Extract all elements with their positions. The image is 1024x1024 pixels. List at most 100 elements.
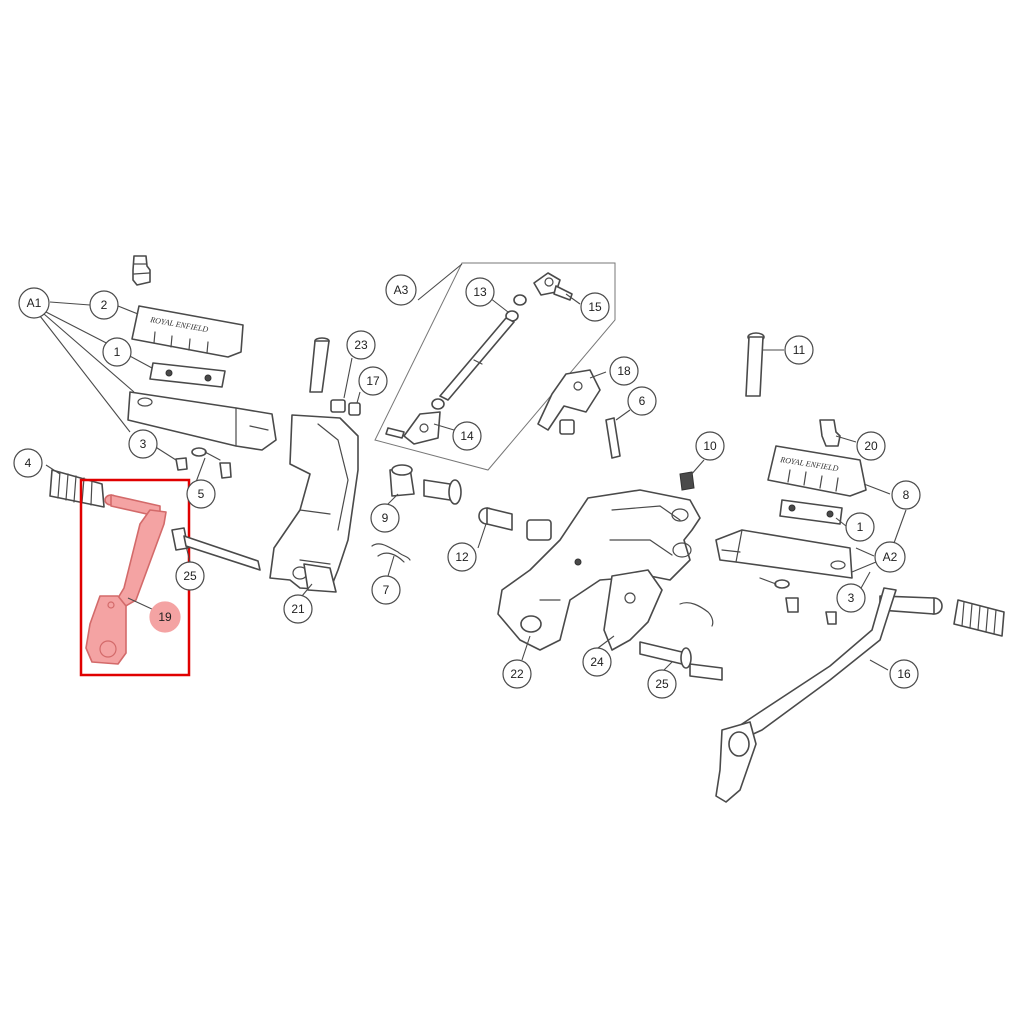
callout-8: 8 <box>891 480 921 510</box>
svg-text:4: 4 <box>25 456 32 470</box>
svg-text:22: 22 <box>510 667 524 681</box>
callout-16: 16 <box>889 659 919 689</box>
svg-text:7: 7 <box>383 583 390 597</box>
svg-text:1: 1 <box>114 345 121 359</box>
callout-14: 14 <box>452 421 482 451</box>
gear-lever-pedal-highlighted <box>85 494 167 665</box>
footrest-rubber-left: ROYAL ENFIELD <box>131 305 244 358</box>
grease-nipple-right <box>819 419 841 447</box>
pin-11 <box>745 332 765 397</box>
spring-7 <box>371 543 411 563</box>
svg-text:13: 13 <box>473 285 487 299</box>
pivot-pin-left <box>171 527 261 571</box>
svg-text:20: 20 <box>864 439 878 453</box>
callout-4: 4 <box>13 448 43 478</box>
svg-text:16: 16 <box>897 667 911 681</box>
pin-23 <box>309 337 330 393</box>
callout-A2: A2 <box>874 541 906 573</box>
svg-text:12: 12 <box>455 550 469 564</box>
callout-18: 18 <box>609 356 639 386</box>
bolt-left-3 <box>175 457 188 471</box>
svg-text:8: 8 <box>903 488 910 502</box>
bush-17 <box>330 399 361 416</box>
svg-text:3: 3 <box>140 437 147 451</box>
svg-text:23: 23 <box>354 338 368 352</box>
svg-text:18: 18 <box>617 364 631 378</box>
svg-text:1: 1 <box>857 520 864 534</box>
pedal-rubber-left <box>49 469 105 508</box>
svg-text:9: 9 <box>382 511 389 525</box>
brake-pedal-16 <box>715 587 943 803</box>
sub-bracket-24 <box>603 569 663 651</box>
callout-11: 11 <box>784 335 814 365</box>
svg-text:A3: A3 <box>394 283 409 297</box>
spacer-center <box>526 519 552 541</box>
svg-text:11: 11 <box>793 343 806 357</box>
leader-lines <box>39 263 907 671</box>
callout-7: 7 <box>371 575 401 605</box>
svg-text:6: 6 <box>639 394 646 408</box>
bolt-right-3 <box>825 611 837 625</box>
svg-text:3: 3 <box>848 591 855 605</box>
pedal-rubber-right <box>953 599 1005 637</box>
callout-23: 23 <box>346 330 376 360</box>
callout-21: 21 <box>283 594 313 624</box>
callout-25-right: 25 <box>647 669 677 699</box>
callout-19-highlighted: 19 <box>149 601 181 633</box>
svg-text:25: 25 <box>183 569 197 583</box>
grease-nipple-left <box>132 255 151 286</box>
bush-18 <box>559 419 575 435</box>
split-pin-left <box>191 447 221 461</box>
callout-20: 20 <box>856 431 886 461</box>
callout-10: 10 <box>695 431 725 461</box>
bush-12 <box>478 507 513 531</box>
footrest-rubber-right: ROYAL ENFIELD <box>767 445 867 497</box>
callout-A3: A3 <box>385 274 417 306</box>
callout-17: 17 <box>358 366 388 396</box>
callout-22: 22 <box>502 659 532 689</box>
callout-12: 12 <box>447 542 477 572</box>
bolt-right-a <box>785 597 799 613</box>
callout-2: 2 <box>89 290 119 320</box>
split-pin-right <box>759 577 790 589</box>
svg-text:14: 14 <box>460 429 474 443</box>
callout-15: 15 <box>580 292 610 322</box>
svg-text:19: 19 <box>158 610 172 624</box>
collar-bolt <box>423 479 462 505</box>
spacer-9 <box>389 464 415 497</box>
footrest-body-left <box>127 391 277 451</box>
callout-1-left: 1 <box>102 337 132 367</box>
footrest-body-right <box>715 529 853 579</box>
callout-25-left: 25 <box>175 561 205 591</box>
callout-24: 24 <box>582 647 612 677</box>
callout-9: 9 <box>370 503 400 533</box>
callout-6: 6 <box>627 386 657 416</box>
spring-10 <box>679 471 695 491</box>
svg-text:21: 21 <box>291 602 305 616</box>
callout-1-right: 1 <box>845 512 875 542</box>
footrest-plate-left <box>149 362 226 388</box>
svg-text:2: 2 <box>101 298 108 312</box>
callout-13: 13 <box>465 277 495 307</box>
callout-3-left: 3 <box>128 429 158 459</box>
svg-text:A1: A1 <box>27 296 42 310</box>
linkage-rod <box>385 272 573 445</box>
bolt-left-5 <box>219 462 232 479</box>
svg-text:5: 5 <box>198 487 205 501</box>
svg-text:25: 25 <box>655 677 669 691</box>
pin-6 <box>605 417 621 459</box>
spring-right <box>679 602 714 627</box>
svg-text:10: 10 <box>703 439 717 453</box>
svg-text:17: 17 <box>366 374 380 388</box>
bolts-right-25 <box>639 641 723 681</box>
svg-text:15: 15 <box>588 300 602 314</box>
svg-text:24: 24 <box>590 655 604 669</box>
footrest-plate-right <box>779 499 843 525</box>
callout-A1: A1 <box>18 287 50 319</box>
svg-text:A2: A2 <box>883 550 898 564</box>
footrest-bracket-left <box>269 414 359 593</box>
callout-5: 5 <box>186 479 216 509</box>
callout-3-right: 3 <box>836 583 866 613</box>
main-bracket-22 <box>497 489 701 651</box>
